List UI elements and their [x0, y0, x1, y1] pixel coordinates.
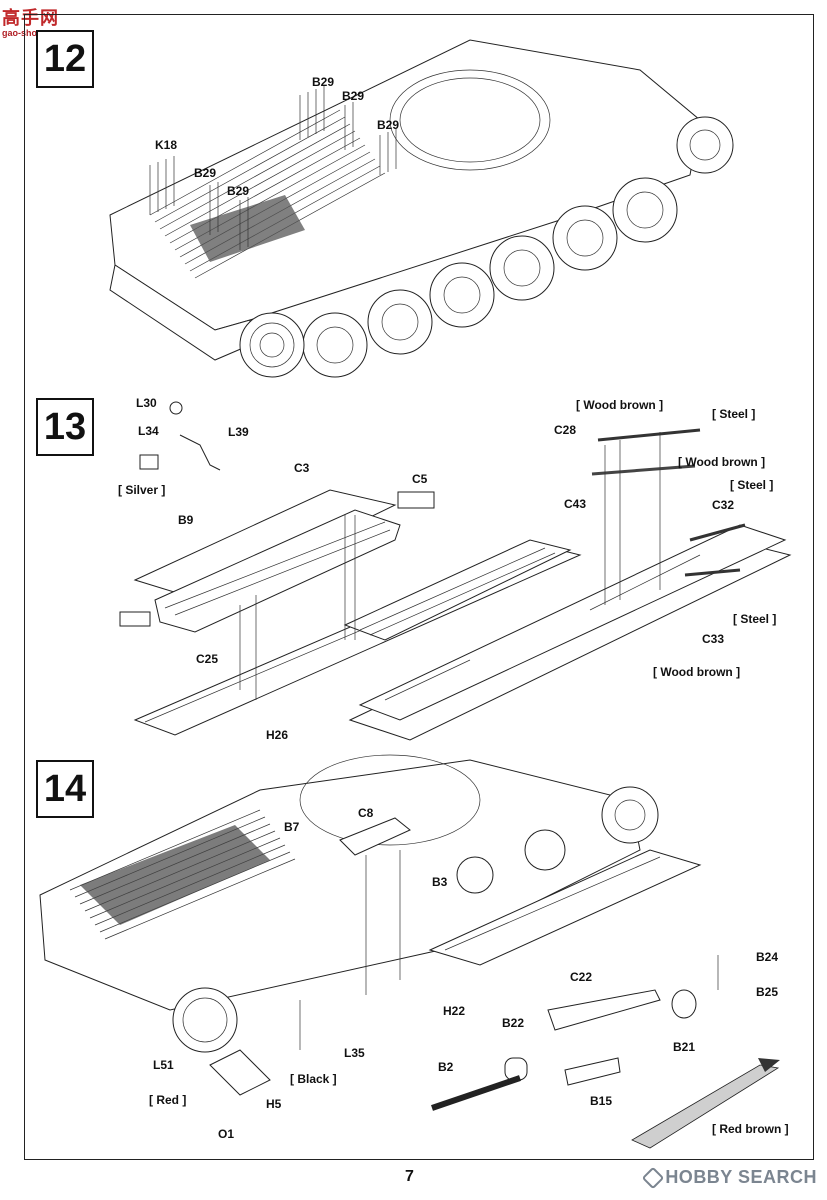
- page-frame: [24, 14, 814, 1160]
- part-label-c28: C28: [554, 423, 577, 437]
- paint-label-steel: [ Steel ]: [730, 478, 774, 492]
- paint-label-black: [ Black ]: [290, 1072, 337, 1086]
- site-logo-url: gao-shou.com: [2, 28, 64, 38]
- watermark: HOBBY SEARCH: [641, 1166, 817, 1190]
- part-label-b15: B15: [590, 1094, 613, 1108]
- part-label-c22: C22: [570, 970, 593, 984]
- part-label-b21: B21: [673, 1040, 696, 1054]
- part-label-c33: C33: [702, 632, 725, 646]
- part-label-c43: C43: [564, 497, 587, 511]
- part-label-b29: B29: [342, 89, 365, 103]
- step-number-14: 14: [36, 760, 94, 818]
- part-label-h22: H22: [443, 1004, 466, 1018]
- step-14-hull-drawing: [39, 754, 780, 1149]
- part-label-b29: B29: [377, 118, 400, 132]
- part-label-l51: L51: [153, 1058, 174, 1072]
- part-label-l34: L34: [138, 424, 159, 438]
- part-label-b29: B29: [194, 166, 217, 180]
- step-13-fender-drawing: [119, 401, 792, 741]
- part-label-l35: L35: [344, 1046, 365, 1060]
- part-label-b25: B25: [756, 985, 779, 999]
- watermark-text: HOBBY SEARCH: [665, 1167, 817, 1187]
- step-number-12: 12: [36, 30, 94, 88]
- paint-label-red-brown: [ Red brown ]: [712, 1122, 789, 1136]
- part-label-k18: K18: [155, 138, 178, 152]
- part-label-c5: C5: [412, 472, 428, 486]
- step-number-13: 13: [36, 398, 94, 456]
- page-number: 7: [405, 1168, 414, 1185]
- part-label-b24: B24: [756, 950, 779, 964]
- site-logo: 高手网 gao-shou.com: [2, 4, 74, 40]
- watermark-logo-icon: [641, 1166, 665, 1190]
- part-label-b22: B22: [502, 1016, 525, 1030]
- part-label-h26: H26: [266, 728, 289, 742]
- part-label-c25: C25: [196, 652, 219, 666]
- site-logo-title: 高手网: [2, 8, 59, 28]
- paint-label-steel: [ Steel ]: [733, 612, 777, 626]
- part-label-b29: B29: [312, 75, 335, 89]
- part-label-c32: C32: [712, 498, 735, 512]
- paint-label-red: [ Red ]: [149, 1093, 187, 1107]
- part-label-b3: B3: [432, 875, 448, 889]
- step-12-hull-drawing: [109, 39, 734, 378]
- part-label-l39: L39: [228, 425, 249, 439]
- part-label-c3: C3: [294, 461, 310, 475]
- part-label-o1: O1: [218, 1127, 235, 1141]
- part-label-h5: H5: [266, 1097, 282, 1111]
- part-label-c8: C8: [358, 806, 374, 820]
- part-label-b29: B29: [227, 184, 250, 198]
- paint-label-wood-brown: [ Wood brown ]: [653, 665, 741, 679]
- paint-label-silver: [ Silver ]: [118, 483, 166, 497]
- part-label-b9: B9: [178, 513, 194, 527]
- paint-label-wood-brown: [ Wood brown ]: [678, 455, 766, 469]
- part-label-l30: L30: [136, 396, 157, 410]
- part-label-b7: B7: [284, 820, 300, 834]
- paint-label-wood-brown: [ Wood brown ]: [576, 398, 664, 412]
- part-label-b2: B2: [438, 1060, 454, 1074]
- paint-label-steel: [ Steel ]: [712, 407, 756, 421]
